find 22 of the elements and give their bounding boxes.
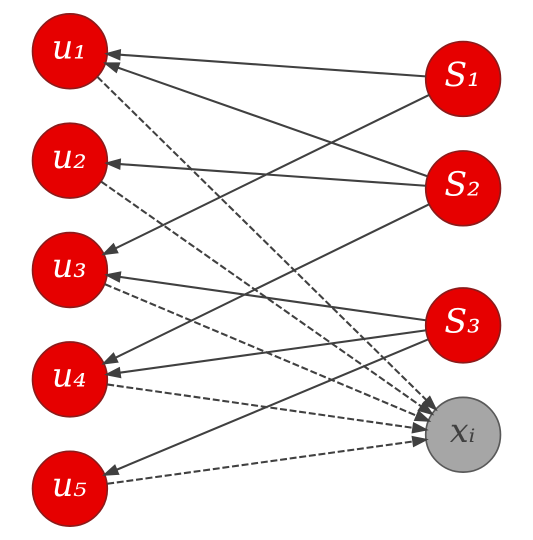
arrow [107, 383, 429, 434]
arrow [104, 48, 426, 78]
arrow [104, 158, 426, 187]
arrow [107, 436, 429, 485]
arrow [96, 76, 438, 412]
arrow [104, 283, 432, 422]
node-circle: u₁ [32, 13, 108, 90]
node-circle: u₂ [32, 122, 108, 199]
arrow [102, 338, 428, 476]
node-circle: S₃ [424, 287, 502, 364]
arrow [101, 203, 430, 365]
node-circle: S₂ [424, 150, 502, 227]
node-circle: S₁ [424, 40, 502, 118]
arrow [104, 329, 426, 378]
node-circle: xᵢ [424, 396, 502, 473]
node-circle: u₅ [32, 450, 108, 527]
arrow [100, 180, 434, 416]
node-circle: u₃ [32, 232, 108, 308]
arrow [101, 94, 430, 256]
arrow [102, 62, 428, 178]
arrow [104, 271, 426, 322]
node-circle: u₄ [32, 341, 108, 418]
